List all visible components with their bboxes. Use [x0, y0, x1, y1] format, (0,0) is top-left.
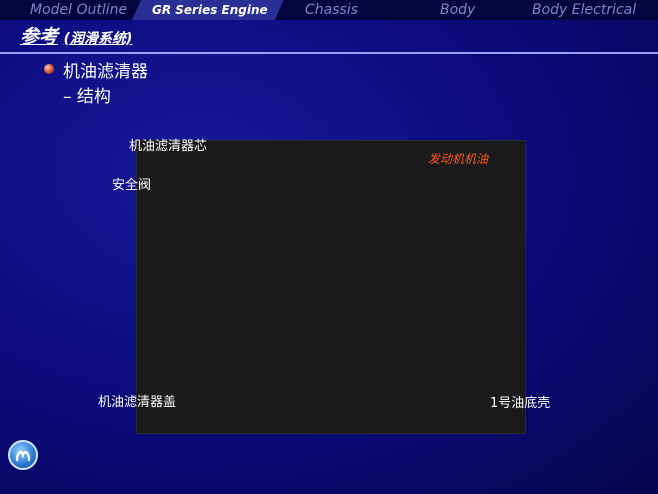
toyota-logo-icon[interactable]	[8, 440, 38, 470]
label-filter-cap: 机油滤清器盖	[98, 395, 177, 410]
tab-model-outline[interactable]: Model Outline	[30, 2, 128, 18]
bullet-dot-icon	[44, 64, 54, 74]
oil-filter-diagram-image	[136, 140, 526, 434]
label-filter-element: 机油滤清器芯	[129, 139, 208, 154]
label-engine-oil: 发动机机油	[428, 152, 489, 166]
top-nav: Model Outline GR Series Engine Chassis B…	[0, 0, 658, 20]
title-main: 参考	[20, 26, 59, 48]
label-oil-pan: 1号油底壳	[490, 396, 551, 411]
tab-body[interactable]: Body	[440, 2, 476, 18]
title-divider	[0, 52, 658, 54]
bullet-oil-filter: 机油滤清器	[63, 62, 148, 82]
page-title: 参考 (润滑系统)	[20, 22, 132, 49]
tab-chassis[interactable]: Chassis	[305, 2, 358, 18]
tab-body-electrical[interactable]: Body Electrical	[532, 2, 637, 18]
bullet-structure: – 结构	[63, 87, 111, 107]
label-relief-valve: 安全阀	[112, 178, 152, 193]
title-sub: (润滑系统)	[63, 31, 133, 47]
tab-gr-series-engine[interactable]: GR Series Engine	[132, 0, 284, 20]
